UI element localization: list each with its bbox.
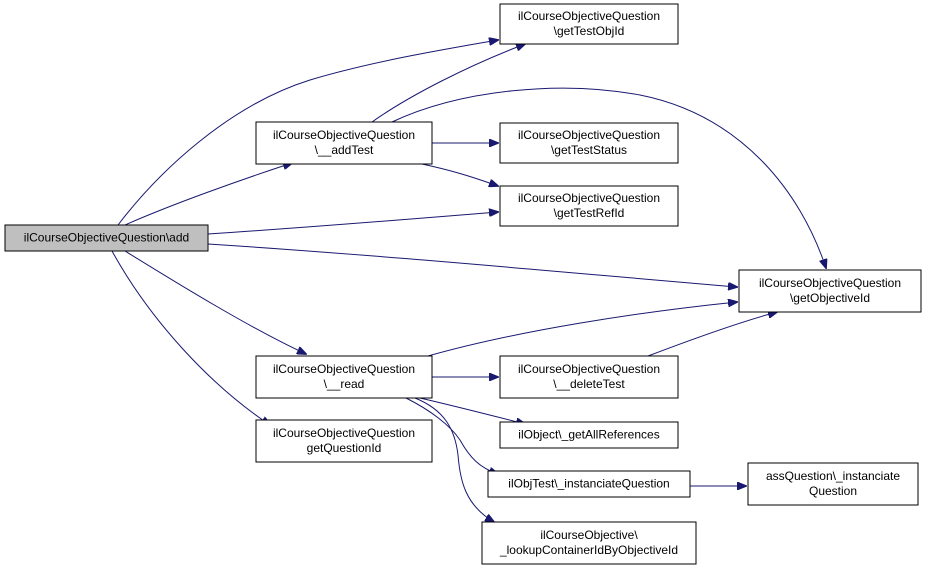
node-box[interactable] [499,122,679,164]
node-label: ilObjTest\_instanciateQuestion [508,477,669,491]
node-box[interactable] [738,269,922,313]
edge-add-to-read [124,250,306,354]
node-label: ilCourseObjectiveQuestion [273,362,415,376]
node-box[interactable] [499,3,679,45]
node-lookupContainer[interactable]: ilCourseObjective\_lookupContainerIdByOb… [481,521,697,565]
node-box[interactable] [487,470,691,498]
node-label: ilCourseObjectiveQuestion [518,362,660,376]
node-label: \getTestStatus [551,143,627,157]
node-box[interactable] [499,185,679,227]
node-addTest[interactable]: ilCourseObjectiveQuestion\__addTest [255,121,433,165]
edge-add-to-addTest [124,163,292,226]
node-label: getQuestionId [307,441,382,455]
node-getAllReferences[interactable]: ilObject\_getAllReferences [499,421,679,449]
node-box[interactable] [499,355,679,399]
node-box[interactable] [747,462,919,506]
node-getTestObjId[interactable]: ilCourseObjectiveQuestion\getTestObjId [499,3,679,45]
node-box[interactable] [499,421,679,449]
edge-add-to-getObjectiveId [207,243,737,287]
node-box[interactable] [481,521,697,565]
node-label: ilCourseObjectiveQuestion [759,276,901,290]
node-label: ilCourseObjective\ [540,528,638,542]
edge-read-to-lookupContainer [414,397,494,522]
node-deleteTest[interactable]: ilCourseObjectiveQuestion\__deleteTest [499,355,679,399]
edge-add-to-getTestRefId [207,212,498,235]
node-getTestRefId[interactable]: ilCourseObjectiveQuestion\getTestRefId [499,185,679,227]
node-assInstanciate[interactable]: assQuestion\_instanciateQuestion [747,462,919,506]
node-box[interactable] [255,121,433,165]
node-label: ilCourseObjectiveQuestion\add [24,231,189,245]
node-label: ilCourseObjectiveQuestion [518,128,660,142]
node-label: assQuestion\_instanciate [766,469,900,483]
node-add[interactable]: ilCourseObjectiveQuestion\add [4,224,209,252]
node-label: \__deleteTest [553,377,625,391]
node-label: ilCourseObjectiveQuestion [518,191,660,205]
node-box[interactable] [4,224,209,252]
node-label: \getObjectiveId [790,291,870,305]
nodes: ilCourseObjectiveQuestion\add ilCourseObj… [4,3,922,565]
node-label: Question [809,484,857,498]
node-label: \__addTest [315,143,374,157]
node-getTestStatus[interactable]: ilCourseObjectiveQuestion\getTestStatus [499,122,679,164]
edge-read-to-getAllReferences [419,397,525,424]
node-getObjectiveId[interactable]: ilCourseObjectiveQuestion\getObjectiveId [738,269,922,313]
node-instanciateQuestion[interactable]: ilObjTest\_instanciateQuestion [487,470,691,498]
node-label: \getTestRefId [554,206,625,220]
node-read[interactable]: ilCourseObjectiveQuestion\__read [255,355,433,399]
edge-read-to-instanciateQuestion [405,397,498,474]
edge-deleteTest-to-getObjectiveId [647,312,777,357]
node-label: ilCourseObjectiveQuestion [273,426,415,440]
node-label: _lookupContainerIdByObjectiveId [499,543,678,557]
node-box[interactable] [255,355,433,399]
node-label: ilObject\_getAllReferences [518,428,659,442]
node-label: ilCourseObjectiveQuestion [273,128,415,142]
node-label: \getTestObjId [554,24,625,38]
edge-read-to-getObjectiveId [427,302,737,357]
node-label: ilCourseObjectiveQuestion [518,9,660,23]
edge-add-to-getTestObjId [117,40,498,226]
edge-addTest-to-getTestObjId [371,44,525,123]
edge-add-to-getQuestionId [111,250,270,425]
node-label: \__read [324,377,365,391]
edge-addTest-to-getObjectiveId [391,87,826,268]
node-box[interactable] [255,419,433,463]
edge-addTest-to-getTestRefId [421,163,498,186]
edges [111,40,826,522]
